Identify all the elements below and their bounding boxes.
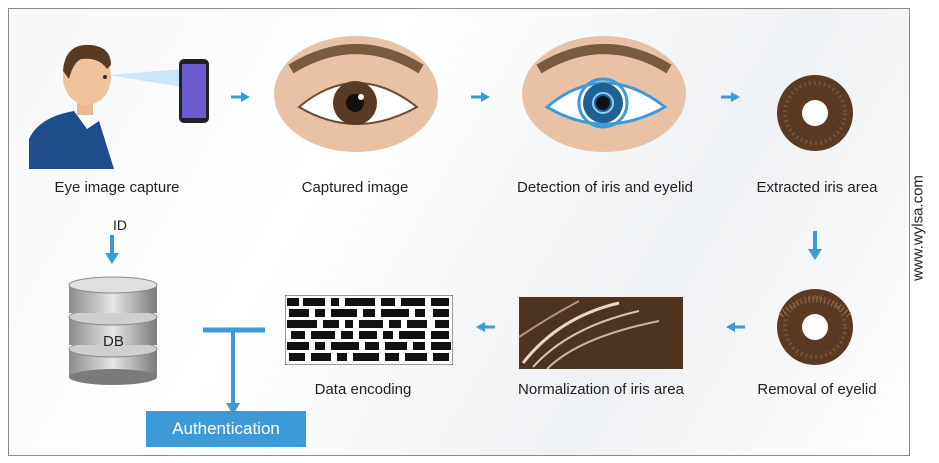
step-label-extracted: Extracted iris area	[756, 179, 878, 196]
step-label-encoding: Data encoding	[314, 381, 412, 398]
arrow-right-icon	[721, 92, 740, 102]
step-label-eye-capture: Eye image capture	[54, 179, 180, 196]
iris-code-icon	[285, 295, 453, 365]
step-label-normalization: Normalization of iris area	[518, 381, 684, 398]
extracted-iris-icon	[777, 75, 853, 151]
arrow-left-icon	[476, 322, 495, 332]
eyelid-removed-iris-icon	[777, 289, 853, 365]
step-label-detection: Detection of iris and eyelid	[517, 179, 693, 196]
detection-eye-icon	[522, 36, 686, 152]
id-down-arrow-icon	[105, 235, 119, 264]
auth-connector-icon	[203, 327, 265, 415]
database-icon	[68, 276, 158, 385]
watermark-text: www.wylsa.com	[909, 175, 927, 281]
arrow-left-icon	[726, 322, 745, 332]
step-label-removal: Removal of eyelid	[757, 381, 877, 398]
person-capture-icon	[29, 44, 209, 169]
id-label: ID	[113, 217, 127, 233]
arrow-right-icon	[231, 92, 250, 102]
normalized-iris-icon	[519, 297, 683, 369]
step-label-captured-image: Captured image	[301, 179, 409, 196]
diagram-panel: Eye image capture Captured image Detecti…	[8, 8, 910, 456]
db-label: DB	[103, 333, 124, 350]
down-arrow-icon	[808, 231, 822, 260]
arrow-right-icon	[471, 92, 490, 102]
captured-eye-icon	[274, 36, 438, 152]
authentication-box: Authentication	[146, 411, 306, 447]
